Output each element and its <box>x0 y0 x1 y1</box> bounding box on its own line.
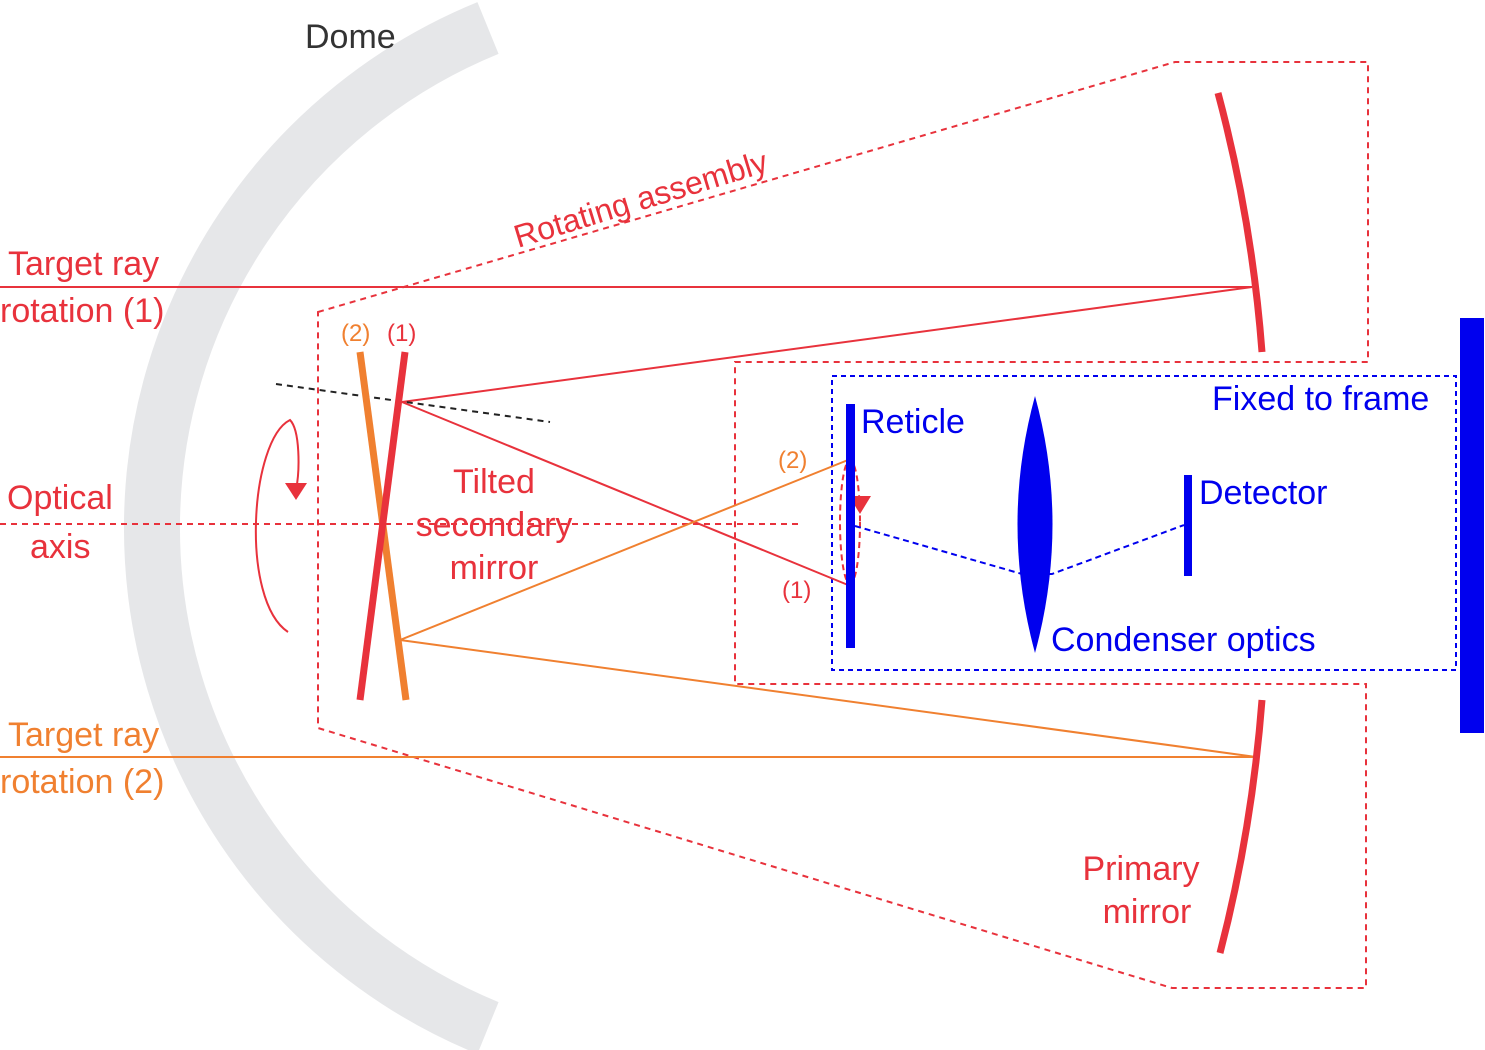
target-ray-1-reflected-primary <box>401 286 1253 403</box>
rotation-arrow-head <box>285 483 307 500</box>
secondary-marker-2: (2) <box>341 320 370 347</box>
dome-label: Dome <box>305 18 396 56</box>
target-ray-2-label-line1: Target ray <box>8 716 159 754</box>
secondary-mirror-label-line3: mirror <box>450 549 539 587</box>
detector <box>1184 475 1192 576</box>
optical-axis-label-line1: Optical <box>7 479 113 517</box>
primary-mirror-upper <box>1214 92 1266 353</box>
target-ray-1-label-line2: rotation (1) <box>0 292 164 330</box>
detector-label: Detector <box>1199 474 1328 512</box>
reticle-label: Reticle <box>861 403 965 441</box>
target-ray-2-label-line2: rotation (2) <box>0 763 164 801</box>
reticle-marker-1: (1) <box>782 577 811 604</box>
secondary-mirror-position-1 <box>356 351 409 701</box>
primary-mirror-label-line2: mirror <box>1103 893 1192 931</box>
secondary-mirror-label-line1: Tilted <box>453 463 535 501</box>
target-ray-2-to-reticle <box>399 459 849 641</box>
rotating-assembly-outline <box>317 61 1369 989</box>
reticle-marker-2: (2) <box>778 447 807 474</box>
secondary-marker-1: (1) <box>387 320 416 347</box>
target-ray-1-label-line1: Target ray <box>8 245 159 283</box>
rotation-arrow-arc <box>254 418 300 633</box>
condenser-optics-label: Condenser optics <box>1051 621 1316 659</box>
reticle <box>846 404 855 648</box>
secondary-mirror-label-line2: secondary <box>416 506 573 544</box>
primary-mirror-label-line1: Primary <box>1082 850 1199 888</box>
rotating-assembly-label: Rotating assembly <box>510 143 772 254</box>
condenser-optical-path <box>854 524 1185 575</box>
target-ray-2-reflected-primary <box>399 639 1257 758</box>
frame-bar <box>1460 318 1484 733</box>
target-ray-1-to-reticle <box>401 401 849 586</box>
secondary-mirror-normal <box>275 383 551 423</box>
optical-axis-label-line2: axis <box>30 528 90 566</box>
dome-shell <box>124 2 499 1050</box>
primary-mirror-lower <box>1216 699 1266 954</box>
condenser-lens <box>1017 396 1053 653</box>
fixed-to-frame-label: Fixed to frame <box>1212 380 1429 418</box>
